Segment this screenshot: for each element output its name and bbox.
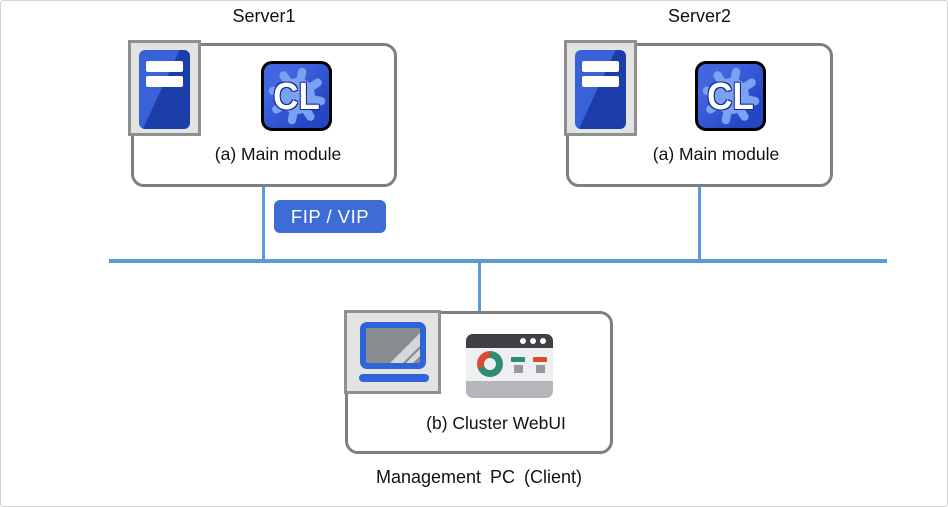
browser-content — [466, 348, 553, 381]
server-tower-body — [139, 50, 190, 129]
widget-block — [536, 365, 545, 373]
network-line-horizontal — [109, 259, 887, 263]
window-dot-icon — [530, 338, 536, 344]
server2-title: Server2 — [667, 6, 732, 26]
server-drive-bay — [146, 61, 183, 72]
donut-chart-icon — [477, 351, 503, 377]
window-dot-icon — [520, 338, 526, 344]
server-tower-icon — [564, 40, 637, 136]
laptop-screen — [360, 322, 426, 369]
gear-icon — [702, 67, 759, 125]
fip-vip-badge: FIP / VIP — [274, 200, 386, 233]
server1-title: Server1 — [232, 6, 296, 26]
network-line-management-pc — [478, 261, 481, 313]
server-drive-bay — [582, 76, 619, 87]
laptop-base — [359, 374, 429, 382]
server-tower-icon — [128, 40, 201, 136]
widget-bar-red — [533, 357, 547, 362]
network-line-server2 — [698, 185, 701, 261]
server-tower-body — [575, 50, 626, 129]
screen-reflection — [390, 330, 420, 363]
widget-bar-teal — [511, 357, 525, 362]
gear-icon — [268, 67, 325, 125]
webui-module-label: (b) Cluster WebUI — [426, 413, 566, 433]
management-pc-caption: Management PC (Client) — [375, 467, 583, 487]
server-drive-bay — [582, 61, 619, 72]
browser-dashboard-icon — [466, 334, 553, 398]
server2-module-label: (a) Main module — [652, 144, 780, 164]
laptop-icon — [344, 310, 441, 394]
widget-block — [514, 365, 523, 373]
cl-logo-text: CL — [707, 74, 754, 118]
cl-logo-text: CL — [273, 74, 320, 118]
server-drive-bay — [146, 76, 183, 87]
network-line-server1 — [262, 185, 265, 261]
window-dot-icon — [540, 338, 546, 344]
cl-app-icon: CL — [695, 61, 766, 131]
browser-title-bar — [466, 334, 553, 348]
cl-app-icon: CL — [261, 61, 332, 131]
server1-module-label: (a) Main module — [214, 144, 342, 164]
